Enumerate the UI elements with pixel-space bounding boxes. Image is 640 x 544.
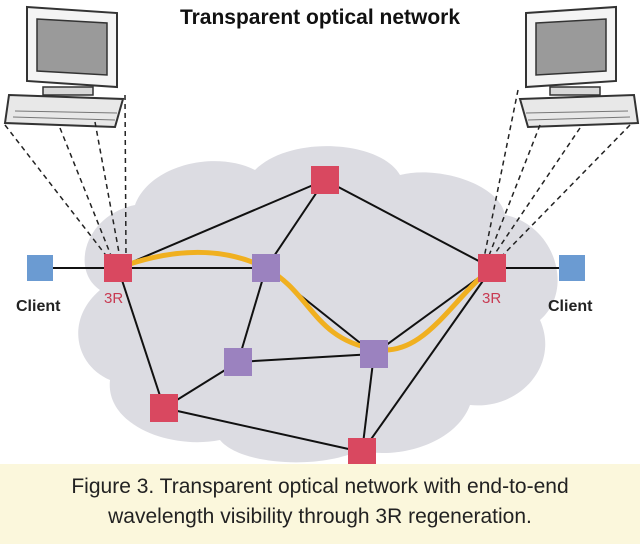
figure-caption: Figure 3. Transparent optical network wi… [0, 464, 640, 544]
node-regen-right [478, 254, 506, 282]
link-regen-left-top [117, 179, 326, 269]
node-mid-center [224, 348, 252, 376]
link-top-regen-right [324, 179, 493, 269]
diagram-title: Transparent optical network [179, 6, 461, 29]
caption-line-1: Figure 3. Transparent optical network wi… [71, 475, 569, 498]
link-bottom-left-bottom [163, 407, 363, 453]
link-mid-center-mid-right [237, 353, 375, 363]
node-client-right [559, 255, 585, 281]
node-regen-left [104, 254, 132, 282]
link-regen-right-bottom [361, 267, 493, 453]
node-mid-right [360, 340, 388, 368]
node-mid-left [252, 254, 280, 282]
node-bottom-left [150, 394, 178, 422]
end-to-end-lightpath [115, 249, 495, 353]
regen-left-label: 3R [104, 290, 123, 307]
network-nodes [27, 166, 585, 466]
client-left-label: Client [16, 298, 61, 315]
computer-monitor-icon [518, 5, 640, 129]
regen-right-label: 3R [482, 290, 501, 307]
node-bottom [348, 438, 376, 466]
network-cloud [78, 146, 558, 463]
link-top-mid-left [265, 179, 326, 269]
caption-line-2: wavelength visibility through 3R regener… [108, 505, 532, 528]
node-top [311, 166, 339, 194]
node-client-left [27, 255, 53, 281]
computer-monitor-icon [3, 5, 125, 129]
projection-lines [4, 89, 631, 259]
client-right-label: Client [548, 298, 593, 315]
link-mid-right-bottom [361, 353, 375, 453]
link-mid-left-mid-center [237, 267, 267, 363]
link-regen-left-bottom-left [117, 267, 165, 409]
